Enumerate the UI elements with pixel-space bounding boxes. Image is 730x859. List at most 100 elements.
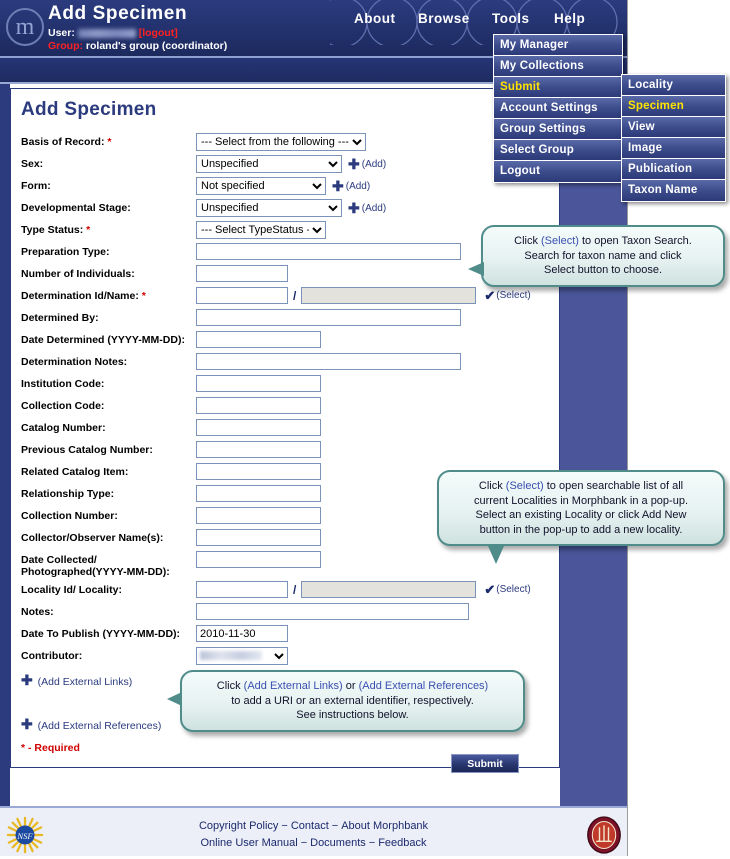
- input-catalog-number[interactable]: [196, 419, 321, 436]
- input-date-determined[interactable]: [196, 331, 321, 348]
- input-related-catalog-item[interactable]: [196, 463, 321, 480]
- input-locality-name[interactable]: [301, 581, 477, 598]
- add-external-links-plus-icon[interactable]: ✚: [21, 672, 33, 688]
- field-row-determined-by: Determined By:: [21, 309, 551, 328]
- add-external-references-label[interactable]: (Add External References): [37, 720, 162, 732]
- submenu-item-specimen[interactable]: Specimen: [622, 96, 725, 117]
- label-number-of-individuals: Number of Individuals:: [21, 268, 135, 280]
- input-collection-code[interactable]: [196, 397, 321, 414]
- external-links-callout: Click (Add External Links) or (Add Exter…: [180, 670, 525, 732]
- footer-link-feedback[interactable]: Feedback: [378, 837, 427, 849]
- contributor-value-redacted: [200, 651, 262, 660]
- input-notes[interactable]: [196, 603, 469, 620]
- select-type-status[interactable]: --- Select TypeStatus ---: [196, 221, 326, 239]
- footer-link-contact[interactable]: Contact: [290, 820, 329, 832]
- locality-callout-line2: current Localities in Morphbank in a pop…: [473, 494, 688, 507]
- input-date-to-publish[interactable]: [196, 625, 288, 642]
- footer-link-copyright-policy[interactable]: Copyright Policy: [198, 820, 279, 832]
- locality-select-check-icon[interactable]: ✔: [484, 581, 496, 597]
- footer-link-online-user-manual[interactable]: Online User Manual: [200, 837, 298, 849]
- nav-item-browse[interactable]: Browse: [418, 11, 470, 26]
- label-date-collected-line1: Date Collected/: [21, 554, 97, 566]
- input-number-of-individuals[interactable]: [196, 265, 288, 282]
- determination-select-check-icon[interactable]: ✔: [484, 287, 496, 303]
- menu-item-my-manager[interactable]: My Manager: [494, 35, 622, 56]
- menu-item-select-group[interactable]: Select Group: [494, 140, 622, 161]
- footer-links: Copyright Policy−Contact−About Morphbank…: [0, 818, 627, 852]
- input-determination-notes[interactable]: [196, 353, 461, 370]
- field-row-date-determined: Date Determined (YYYY-MM-DD):: [21, 331, 551, 350]
- add-specimen-form: Basis of Record: * --- Select from the f…: [21, 133, 551, 669]
- input-collector-observer-names[interactable]: [196, 529, 321, 546]
- site-footer: NSF Copyright Policy−Contact−About Morph…: [0, 806, 627, 859]
- nav-arc-decoration: [330, 0, 618, 45]
- menu-item-account-settings[interactable]: Account Settings: [494, 98, 622, 119]
- field-row-previous-catalog-number: Previous Catalog Number:: [21, 441, 551, 460]
- locality-select-link[interactable]: (Select): [496, 584, 531, 595]
- menu-item-my-collections[interactable]: My Collections: [494, 56, 622, 77]
- input-collection-number[interactable]: [196, 507, 321, 524]
- add-sex-link[interactable]: (Add): [361, 158, 387, 170]
- add-external-links-label[interactable]: (Add External Links): [37, 676, 133, 688]
- field-row-notes: Notes:: [21, 603, 551, 622]
- add-form-plus-icon[interactable]: ✚: [332, 178, 344, 194]
- field-row-relationship-type: Relationship Type:: [21, 485, 551, 504]
- footer-links-row2: Online User Manual−Documents−Feedback: [0, 835, 627, 852]
- input-determined-by[interactable]: [196, 309, 461, 326]
- locality-callout-line1: Click (Select) to open searchable list o…: [478, 480, 684, 492]
- select-developmental-stage[interactable]: Unspecified: [196, 199, 342, 217]
- add-sex-plus-icon[interactable]: ✚: [348, 156, 360, 172]
- submenu-item-locality[interactable]: Locality: [622, 75, 725, 96]
- field-row-collector-observer-names: Collector/Observer Name(s):: [21, 529, 551, 548]
- submenu-item-view[interactable]: View: [622, 117, 725, 138]
- input-institution-code[interactable]: [196, 375, 321, 392]
- nav-item-about[interactable]: About: [354, 11, 396, 26]
- nav-item-tools[interactable]: Tools: [492, 11, 530, 26]
- footer-separator: −: [331, 820, 339, 832]
- input-relationship-type[interactable]: [196, 485, 321, 502]
- logout-link[interactable]: [logout]: [138, 27, 178, 39]
- locality-callout-line3: Select an existing Locality or click Add…: [475, 509, 687, 521]
- select-basis-of-record[interactable]: --- Select from the following ---: [196, 133, 366, 151]
- nav-item-help[interactable]: Help: [554, 11, 586, 26]
- label-collection-code: Collection Code:: [21, 400, 105, 412]
- morphbank-logo-icon: m: [6, 8, 44, 46]
- field-row-developmental-stage: Developmental Stage: Unspecified ✚ (Add): [21, 199, 551, 218]
- menu-item-group-settings[interactable]: Group Settings: [494, 119, 622, 140]
- label-date-collected-line2: Photographed(YYYY-MM-DD):: [21, 566, 170, 578]
- add-form-link[interactable]: (Add): [345, 180, 371, 192]
- header-user-value-redacted: [77, 29, 136, 38]
- select-form[interactable]: Not specified: [196, 177, 326, 195]
- locality-callout-tail: [488, 546, 504, 564]
- external-callout-line3: See instructions below.: [296, 709, 409, 721]
- submit-button[interactable]: Submit: [451, 754, 519, 773]
- label-catalog-number: Catalog Number:: [21, 422, 106, 434]
- add-developmental-stage-plus-icon[interactable]: ✚: [348, 200, 360, 216]
- submenu-item-taxon-name[interactable]: Taxon Name: [622, 180, 725, 201]
- taxon-callout-tail: [468, 262, 484, 276]
- add-external-references-plus-icon[interactable]: ✚: [21, 716, 33, 732]
- select-sex[interactable]: Unspecified: [196, 155, 342, 173]
- add-external-links-row[interactable]: ✚ (Add External Links): [21, 673, 132, 688]
- footer-link-about-morphbank[interactable]: About Morphbank: [341, 820, 429, 832]
- label-type-status: Type Status: *: [21, 224, 91, 236]
- field-row-sex: Sex: Unspecified ✚ (Add): [21, 155, 551, 174]
- input-determination-name[interactable]: [301, 287, 477, 304]
- input-preparation-type[interactable]: [196, 243, 461, 260]
- input-locality-id[interactable]: [196, 581, 288, 598]
- field-row-number-of-individuals: Number of Individuals:: [21, 265, 551, 284]
- menu-item-logout[interactable]: Logout: [494, 161, 622, 182]
- submenu-item-image[interactable]: Image: [622, 138, 725, 159]
- input-determination-id[interactable]: [196, 287, 288, 304]
- add-external-references-row[interactable]: ✚ (Add External References): [21, 717, 161, 732]
- add-developmental-stage-link[interactable]: (Add): [361, 202, 387, 214]
- input-date-collected[interactable]: [196, 551, 321, 568]
- determination-select-link[interactable]: (Select): [496, 290, 531, 301]
- menu-item-submit[interactable]: Submit: [494, 77, 622, 98]
- field-row-collection-code: Collection Code:: [21, 397, 551, 416]
- header-group-label: Group:: [48, 40, 83, 52]
- footer-separator: −: [368, 837, 376, 849]
- submenu-item-publication[interactable]: Publication: [622, 159, 725, 180]
- input-previous-catalog-number[interactable]: [196, 441, 321, 458]
- footer-link-documents[interactable]: Documents: [310, 837, 366, 849]
